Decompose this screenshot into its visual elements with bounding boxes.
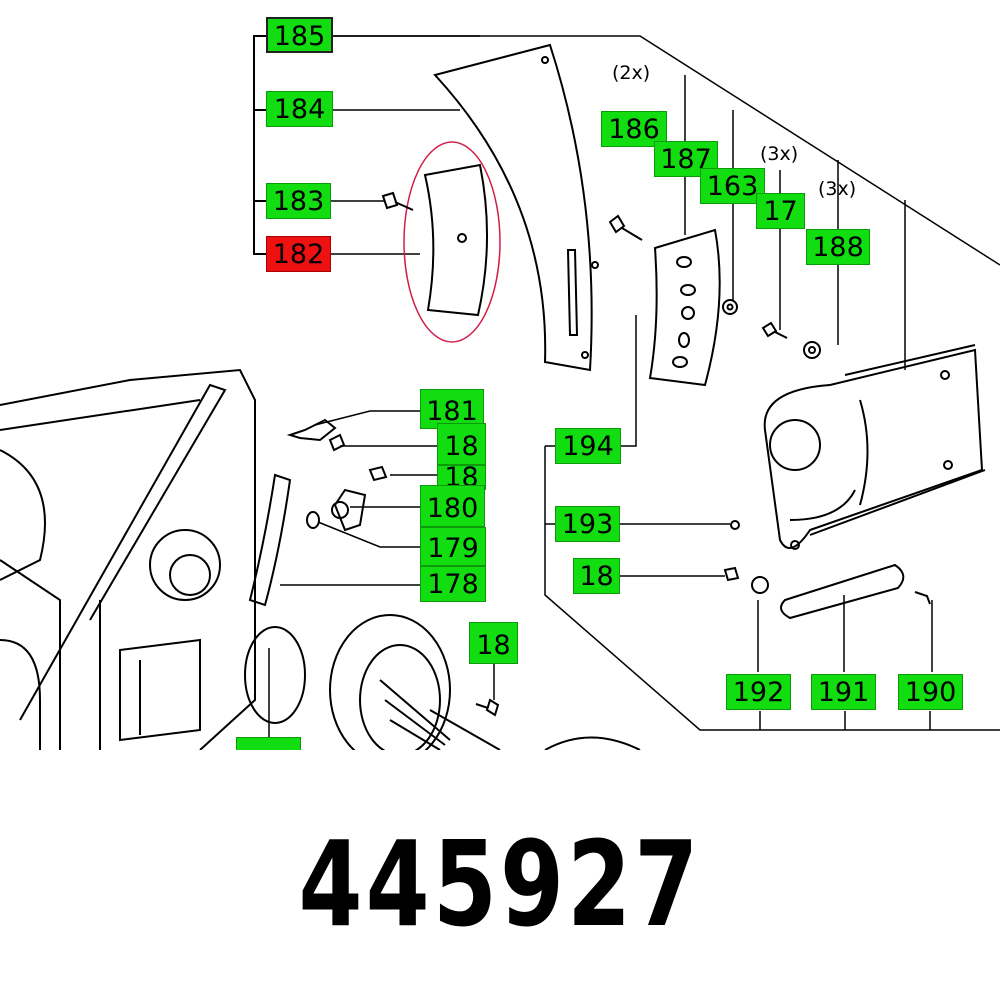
part-label-163[interactable]: 163 — [700, 168, 765, 204]
part-label-178[interactable]: 178 — [420, 566, 486, 602]
part-label-193[interactable]: 193 — [555, 506, 620, 542]
part-label-194[interactable]: 194 — [555, 428, 621, 464]
part-label-184[interactable]: 184 — [266, 91, 333, 127]
part-label-17[interactable]: 17 — [756, 193, 805, 229]
part-label-18[interactable]: 18 — [573, 558, 620, 594]
part-label-18[interactable]: 18 — [437, 423, 486, 465]
part-number: 445927 — [298, 815, 702, 953]
quantity-note-188: (3x) — [818, 178, 857, 200]
part-label-191[interactable]: 191 — [811, 674, 876, 710]
part-label-190[interactable]: 190 — [898, 674, 963, 710]
part-label-181[interactable]: 181 — [420, 389, 484, 429]
part-label-cut-off — [236, 737, 301, 750]
part-label-182-selected[interactable]: 182 — [266, 236, 331, 272]
quantity-note-186: (2x) — [612, 62, 651, 84]
part-label-18[interactable]: 18 — [469, 622, 518, 664]
exploded-parts-diagram: (2x) (3x) (3x) 185 184 183 182 186 187 1… — [0, 17, 1000, 750]
part-label-183[interactable]: 183 — [266, 183, 331, 219]
part-label-188[interactable]: 188 — [806, 229, 870, 265]
part-label-179[interactable]: 179 — [420, 527, 486, 566]
quantity-note-17: (3x) — [760, 143, 799, 165]
part-label-180[interactable]: 180 — [420, 485, 485, 527]
part-label-185[interactable]: 185 — [266, 17, 333, 53]
part-label-192[interactable]: 192 — [726, 674, 791, 710]
